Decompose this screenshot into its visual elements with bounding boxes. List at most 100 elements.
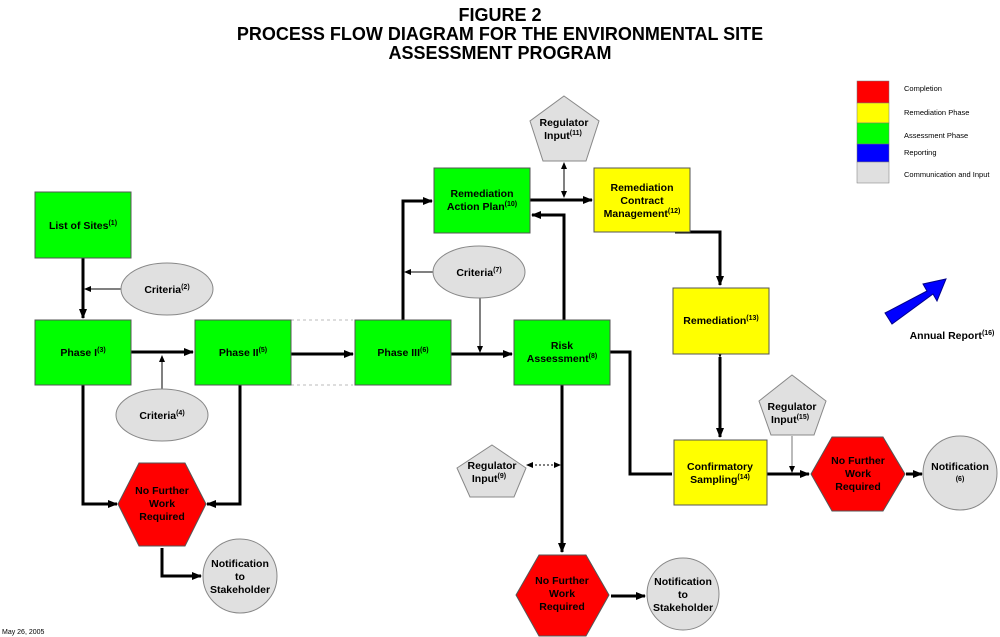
notif-right-ref: (6) [956, 476, 965, 483]
regulator-9-line-1: Regulator [467, 460, 516, 472]
phase-1-ref: (3) [97, 347, 106, 354]
notif-left-line-2: to [235, 571, 245, 583]
svg-text:Management(12): Management(12) [604, 208, 681, 220]
legend-label-communication: Communication and Input [904, 170, 990, 179]
nfw-left-line-2: Work [149, 498, 175, 510]
title-line-3: ASSESSMENT PROGRAM [388, 43, 612, 63]
remediation-text: Remediation [683, 315, 746, 327]
node-annual-report: Annual Report(16) [884, 278, 995, 342]
annual-report-text: Annual Report [910, 330, 983, 342]
node-confirmatory-sampling: Confirmatory Sampling(14) [673, 439, 768, 506]
risk-ref: (8) [589, 353, 598, 360]
legend-swatch-remediation [856, 102, 890, 124]
arrow-risk-to-plan [531, 211, 566, 320]
node-notification-center: Notification to Stakeholder [646, 557, 720, 631]
nfw-center-line-2: Work [549, 588, 575, 600]
svg-text:Action Plan(10): Action Plan(10) [447, 201, 517, 213]
svg-text:Criteria(2): Criteria(2) [144, 284, 189, 296]
node-nfw-left: No Further Work Required [117, 462, 207, 547]
nfw-right-line-3: Required [835, 481, 881, 493]
svg-text:List of Sites(1): List of Sites(1) [49, 220, 117, 232]
regulator-11-line-1: Regulator [539, 117, 588, 129]
node-remediation-action-plan: Remediation Action Plan(10) [433, 167, 531, 234]
phase-3-ref: (6) [420, 347, 429, 354]
arrow-phase1-to-nfw [81, 385, 118, 508]
node-nfw-right: No Further Work Required [810, 436, 906, 512]
legend-swatch-communication [856, 161, 890, 184]
phase-1-text: Phase I [60, 347, 97, 359]
node-list-of-sites: List of Sites(1) [34, 191, 132, 259]
regulator-15-line-2: Input [771, 414, 797, 426]
svg-text:Input(11): Input(11) [544, 130, 582, 142]
node-regulator-15: Regulator Input(15) [758, 374, 827, 436]
svg-text:Annual Report(16): Annual Report(16) [910, 330, 995, 342]
regulator-11-ref: (11) [570, 130, 582, 137]
phase-3-text: Phase III [377, 347, 420, 359]
node-phase-2: Phase II(5) [194, 319, 292, 386]
legend-label-assessment: Assessment Phase [904, 131, 968, 140]
arrow-phase2-to-nfw [206, 385, 242, 508]
nfw-center-line-3: Required [539, 601, 585, 613]
svg-text:Criteria(4): Criteria(4) [139, 410, 184, 422]
svg-text:Phase II(5): Phase II(5) [219, 347, 267, 359]
remediation-plan-line-1: Remediation [450, 188, 513, 200]
svg-text:Phase I(3): Phase I(3) [60, 347, 105, 359]
sampling-ref: (14) [737, 474, 749, 481]
legend-swatch-completion [856, 80, 890, 104]
date-stamp: May 26, 2005 [2, 629, 45, 636]
nfw-left-line-3: Required [139, 511, 185, 523]
criteria-7-ref: (7) [493, 267, 502, 274]
notif-center-line-1: Notification [654, 576, 712, 588]
svg-text:Assessment(8): Assessment(8) [527, 353, 597, 365]
nfw-right-line-2: Work [845, 468, 871, 480]
legend: Completion Remediation Phase Assessment … [856, 80, 990, 184]
criteria-2-ref: (2) [181, 284, 190, 291]
regulator-11-line-2: Input [544, 130, 570, 142]
contract-ref: (12) [668, 208, 680, 215]
criteria-4-ref: (4) [176, 410, 185, 417]
node-criteria-4: Criteria(4) [115, 388, 209, 442]
arrow-phase3-to-remediation-plan [401, 197, 433, 320]
remediation-ref: (13) [746, 315, 758, 322]
legend-label-completion: Completion [904, 84, 942, 93]
connectors [79, 162, 923, 600]
legend-swatch-reporting [856, 143, 890, 163]
notif-left-line-3: Stakeholder [210, 584, 270, 596]
title-line-1: FIGURE 2 [458, 5, 542, 25]
svg-text:Remediation(13): Remediation(13) [683, 315, 758, 327]
nfw-center-line-1: No Further [535, 575, 589, 587]
svg-text:Input(15): Input(15) [771, 414, 809, 426]
legend-swatch-assessment [856, 122, 890, 145]
diagram-title: FIGURE 2 PROCESS FLOW DIAGRAM FOR THE EN… [0, 6, 1000, 63]
list-of-sites-text: List of Sites [49, 220, 109, 232]
regulator-9-ref: (9) [498, 473, 507, 480]
node-phase-1: Phase I(3) [34, 319, 132, 386]
node-remediation: Remediation(13) [672, 287, 770, 355]
remediation-plan-line-2: Action Plan [447, 201, 505, 213]
node-regulator-9: Regulator Input(9) [456, 444, 527, 498]
sampling-line-2: Sampling [690, 474, 737, 486]
annual-report-arrow-icon [884, 278, 947, 325]
notif-right-text: Notification [931, 461, 989, 473]
contract-line-1: Remediation [610, 182, 673, 194]
node-notification-left: Notification to Stakeholder [202, 538, 278, 614]
list-of-sites-ref: (1) [108, 220, 117, 227]
node-phase-3: Phase III(6) [354, 319, 452, 386]
arrow-contract-to-remediation [675, 230, 724, 286]
contract-line-2: Contract [620, 195, 664, 207]
contract-line-3: Management [604, 208, 669, 220]
annual-report-ref: (16) [982, 330, 994, 337]
legend-label-remediation: Remediation Phase [904, 108, 969, 117]
regulator-15-ref: (15) [797, 414, 809, 421]
nfw-right-line-1: No Further [831, 455, 885, 467]
node-contract-management: Remediation Contract Management(12) [593, 167, 691, 233]
node-risk-assessment: Risk Assessment(8) [513, 319, 611, 386]
risk-line-1: Risk [551, 340, 573, 352]
phase-2-ref: (5) [259, 347, 268, 354]
node-criteria-7: Criteria(7) [432, 245, 526, 299]
notif-center-line-2: to [678, 589, 688, 601]
svg-text:Input(9): Input(9) [472, 473, 506, 485]
legend-label-reporting: Reporting [904, 148, 937, 157]
node-nfw-center: No Further Work Required [515, 554, 610, 637]
